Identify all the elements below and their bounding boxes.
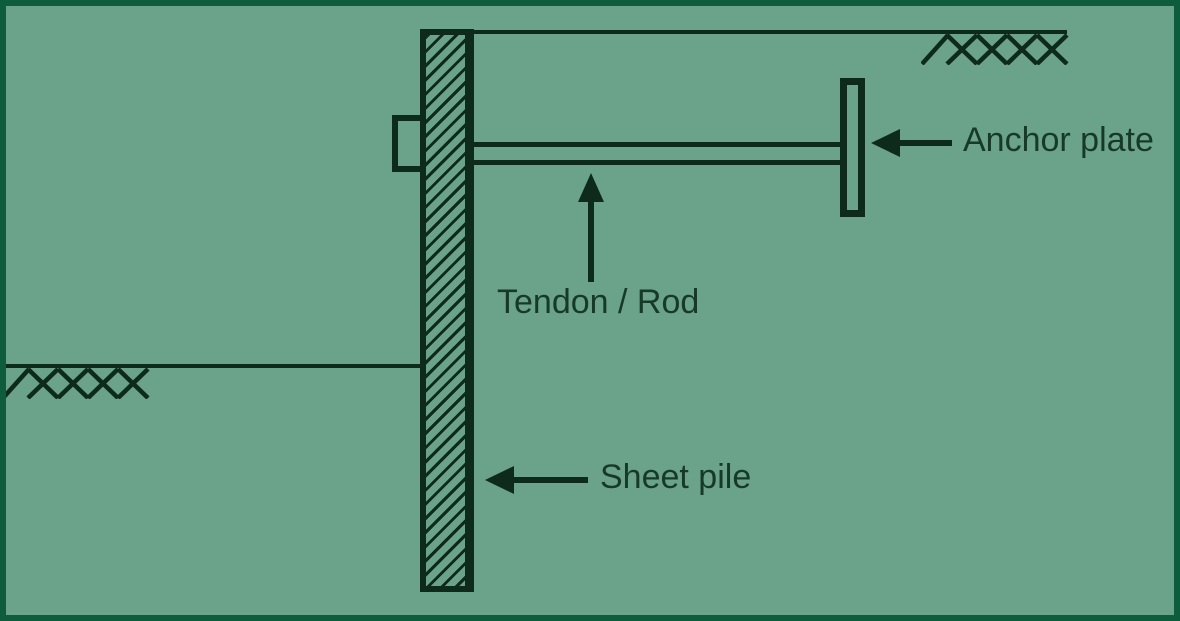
left-arrow-icon [871,129,900,157]
tendon-rod-upper-line [474,142,840,147]
up-arrow-shaft [588,198,594,282]
sheet-pile-wall [420,29,474,592]
waler-block [392,115,420,172]
ground-hatch-icon [2,368,150,399]
anchor-plate-label: Anchor plate [963,121,1154,159]
anchor-plate [840,78,865,217]
ground-line-lower [6,364,421,368]
tendon-rod-label: Tendon / Rod [497,283,700,321]
up-arrow-icon [578,173,604,202]
left-arrow-icon [485,466,514,494]
sheet-pile-label: Sheet pile [600,458,752,496]
ground-hatch-icon [921,34,1069,65]
tendon-rod-lower-line [474,160,840,165]
left-arrow-shaft [898,140,952,146]
left-arrow-shaft [512,477,588,483]
ground-line-upper [473,30,1067,34]
